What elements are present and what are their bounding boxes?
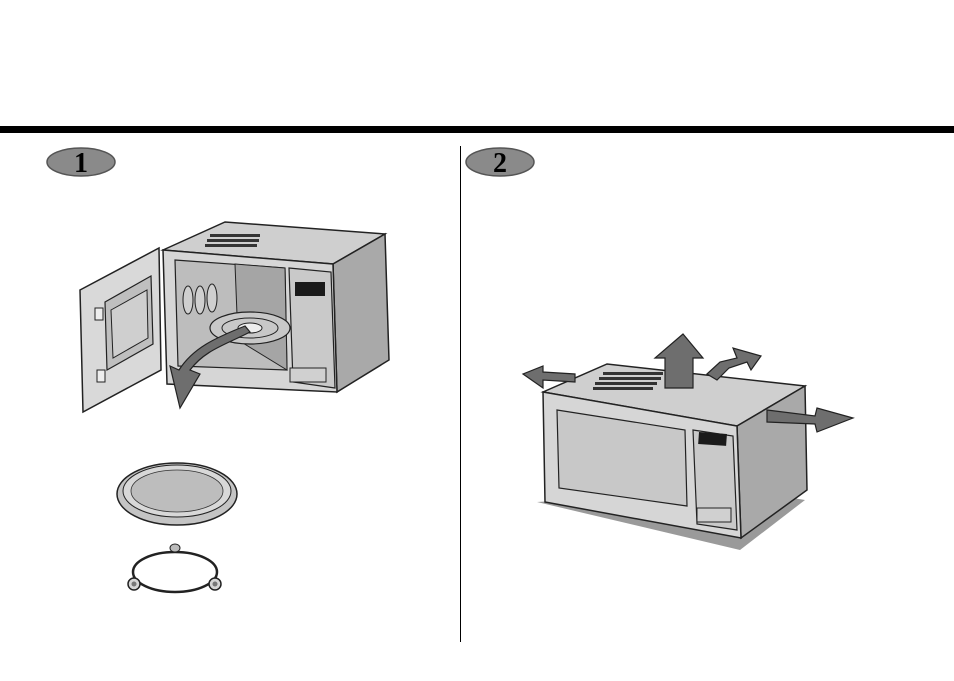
microwave-closed-illustration [515, 330, 860, 565]
back-arrow [707, 348, 761, 380]
step-2-number: 2 [493, 148, 507, 177]
column-divider [460, 146, 461, 642]
step-1-number: 1 [74, 148, 88, 177]
header-rule [0, 126, 954, 133]
glass-tray-illustration [115, 458, 240, 533]
step-2-badge: 2 [465, 147, 535, 177]
roller-ring-illustration [125, 540, 230, 605]
microwave-open-door-illustration [75, 220, 395, 425]
step-1-badge: 1 [46, 147, 116, 177]
